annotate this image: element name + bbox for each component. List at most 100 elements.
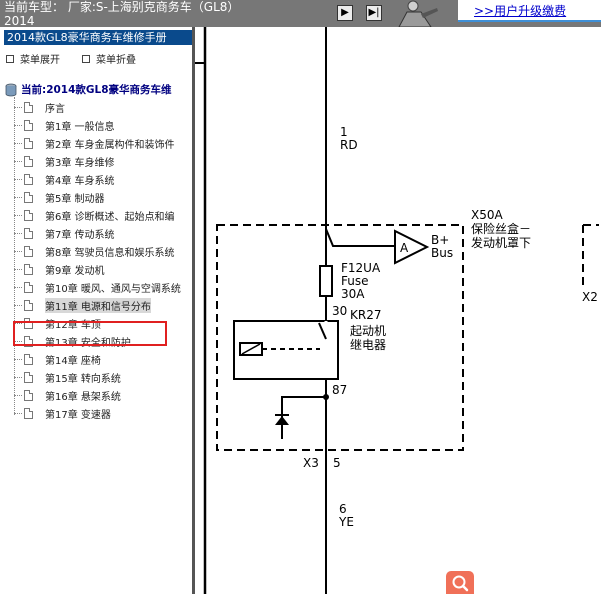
tree-item-label: 第10章 暖风、通风与空调系统 — [45, 283, 181, 295]
tree-item[interactable]: 第11章 电源和信号分布 — [14, 297, 151, 313]
tree-branch-line — [14, 232, 22, 234]
tree-item[interactable]: 第5章 制动器 — [14, 189, 105, 205]
document-icon — [24, 209, 33, 221]
tree-item-label: 第4章 车身系统 — [45, 175, 115, 187]
tree-item-label: 第3章 车身维修 — [45, 157, 115, 169]
diode-branch-wire — [281, 396, 326, 439]
tree-item[interactable]: 第17章 变速器 — [14, 405, 111, 421]
tree-item[interactable]: 第4章 车身系统 — [14, 171, 115, 187]
wiring-diagram: 1 RD X50A 保险丝盒－ 发动机罩下 A B+ Bus F12UA Fus… — [195, 27, 599, 594]
document-icon — [24, 101, 33, 113]
current-vehicle-label: 当前车型： 厂家:S-上海别克商务车（GL8） — [4, 0, 240, 14]
database-icon — [5, 83, 17, 96]
wire-bottom-number: 6 — [339, 502, 347, 516]
tree-item[interactable]: 第9章 发动机 — [14, 261, 105, 277]
document-icon — [24, 263, 33, 275]
fuse-symbol — [319, 265, 333, 297]
tree-item-label: 第17章 变速器 — [45, 409, 111, 421]
relay-coil-diagonal — [241, 343, 261, 355]
module-name-line2: 发动机罩下 — [471, 235, 531, 250]
tree-item-label: 序言 — [45, 103, 65, 115]
document-icon — [24, 155, 33, 167]
zoom-search-button[interactable] — [446, 571, 474, 594]
tree-item-label: 第9章 发动机 — [45, 265, 105, 277]
tree-item[interactable]: 第12章 车顶 — [14, 315, 101, 331]
tree-branch-line — [14, 286, 22, 288]
manual-title: 2014款GL8豪华商务车维修手册 — [4, 30, 192, 45]
tree-item-label: 第11章 电源和信号分布 — [45, 297, 151, 313]
document-icon — [24, 227, 33, 239]
search-icon — [452, 575, 469, 592]
tree-branch-line — [14, 178, 22, 180]
tree-item-label: 第12章 车顶 — [45, 319, 101, 331]
tree-branch-line — [14, 376, 22, 378]
document-icon — [24, 299, 33, 311]
menu-expand-button[interactable]: 菜单展开 — [6, 51, 60, 66]
tree-branch-line — [14, 106, 22, 108]
fuse-label: Fuse — [341, 274, 369, 288]
tree-connector — [14, 97, 16, 415]
tree-item-label: 第7章 传动系统 — [45, 229, 115, 241]
ammeter-icon — [394, 229, 430, 265]
document-icon — [24, 119, 33, 131]
tree-branch-line — [14, 358, 22, 360]
tree-item[interactable]: 第15章 转向系统 — [14, 369, 121, 385]
menu-collapse-button[interactable]: 菜单折叠 — [82, 51, 136, 66]
document-icon — [24, 335, 33, 347]
relay-id: KR27 — [350, 308, 381, 322]
tree-item-label: 第8章 驾驶员信息和娱乐系统 — [45, 247, 175, 259]
relay-pin-30: 30 — [332, 304, 347, 318]
bplus-branch-wire — [325, 228, 395, 247]
tree-branch-line — [14, 340, 22, 342]
tree-root-label: 当前:2014款GL8豪华商务车维 — [21, 84, 172, 96]
document-icon — [24, 191, 33, 203]
tree-item[interactable]: 第16章 悬架系统 — [14, 387, 121, 403]
relay-pin-87: 87 — [332, 383, 347, 397]
document-icon — [24, 389, 33, 401]
tree-item[interactable]: 第7章 传动系统 — [14, 225, 115, 241]
tree-item-label: 第15章 转向系统 — [45, 373, 121, 385]
tree-branch-line — [14, 124, 22, 126]
user-upgrade-link[interactable]: >>用户升级缴费 — [474, 4, 567, 18]
last-page-icon[interactable]: ▶| — [366, 5, 382, 21]
menu-expand-label: 菜单展开 — [20, 55, 60, 66]
top-bar: 当前车型： 厂家:S-上海别克商务车（GL8） 2014 ▶ ▶| >>用户升级… — [0, 0, 601, 27]
tree-branch-line — [14, 268, 22, 270]
tree-branch-line — [14, 304, 22, 306]
current-vehicle-year: 2014 — [4, 14, 35, 28]
tree-item[interactable]: 第10章 暖风、通风与空调系统 — [14, 279, 181, 295]
tree-item[interactable]: 第8章 驾驶员信息和娱乐系统 — [14, 243, 175, 259]
tree-branch-line — [14, 160, 22, 162]
document-icon — [24, 245, 33, 257]
tree-item-label: 第6章 诊断概述、起始点和编 — [45, 211, 175, 223]
tree-item[interactable]: 第6章 诊断概述、起始点和编 — [14, 207, 175, 223]
tree-item[interactable]: 第14章 座椅 — [14, 351, 101, 367]
tree-branch-line — [14, 322, 22, 324]
tree-branch-line — [14, 394, 22, 396]
tree-item[interactable]: 序言 — [14, 99, 65, 115]
tree-branch-line — [14, 142, 22, 144]
module-id: X50A — [471, 208, 503, 222]
connector-pin: 5 — [333, 456, 341, 470]
tree-item-label: 第13章 安全和防护 — [45, 337, 131, 349]
tree-item[interactable]: 第1章 一般信息 — [14, 117, 115, 133]
next-page-icon[interactable]: ▶ — [337, 5, 353, 21]
relay-switch-contact — [318, 322, 327, 340]
tree-root[interactable]: 当前:2014款GL8豪华商务车维 — [4, 82, 172, 97]
module-name-line1: 保险丝盒－ — [471, 221, 531, 236]
tree-item[interactable]: 第13章 安全和防护 — [14, 333, 131, 349]
document-icon — [24, 371, 33, 383]
tree-item-label: 第2章 车身金属构件和装饰件 — [45, 139, 175, 151]
user-avatar-icon — [398, 0, 438, 27]
document-icon — [24, 407, 33, 419]
collapse-icon — [82, 54, 90, 63]
wire-bottom-color: YE — [338, 515, 354, 529]
document-icon — [24, 353, 33, 365]
tree-item[interactable]: 第3章 车身维修 — [14, 153, 115, 169]
document-icon — [24, 173, 33, 185]
connector-id: X3 — [303, 456, 319, 470]
fuse-id: F12UA — [341, 261, 381, 275]
tree-item[interactable]: 第2章 车身金属构件和装饰件 — [14, 135, 175, 151]
upgrade-panel: >>用户升级缴费 — [458, 0, 601, 22]
document-icon — [24, 137, 33, 149]
